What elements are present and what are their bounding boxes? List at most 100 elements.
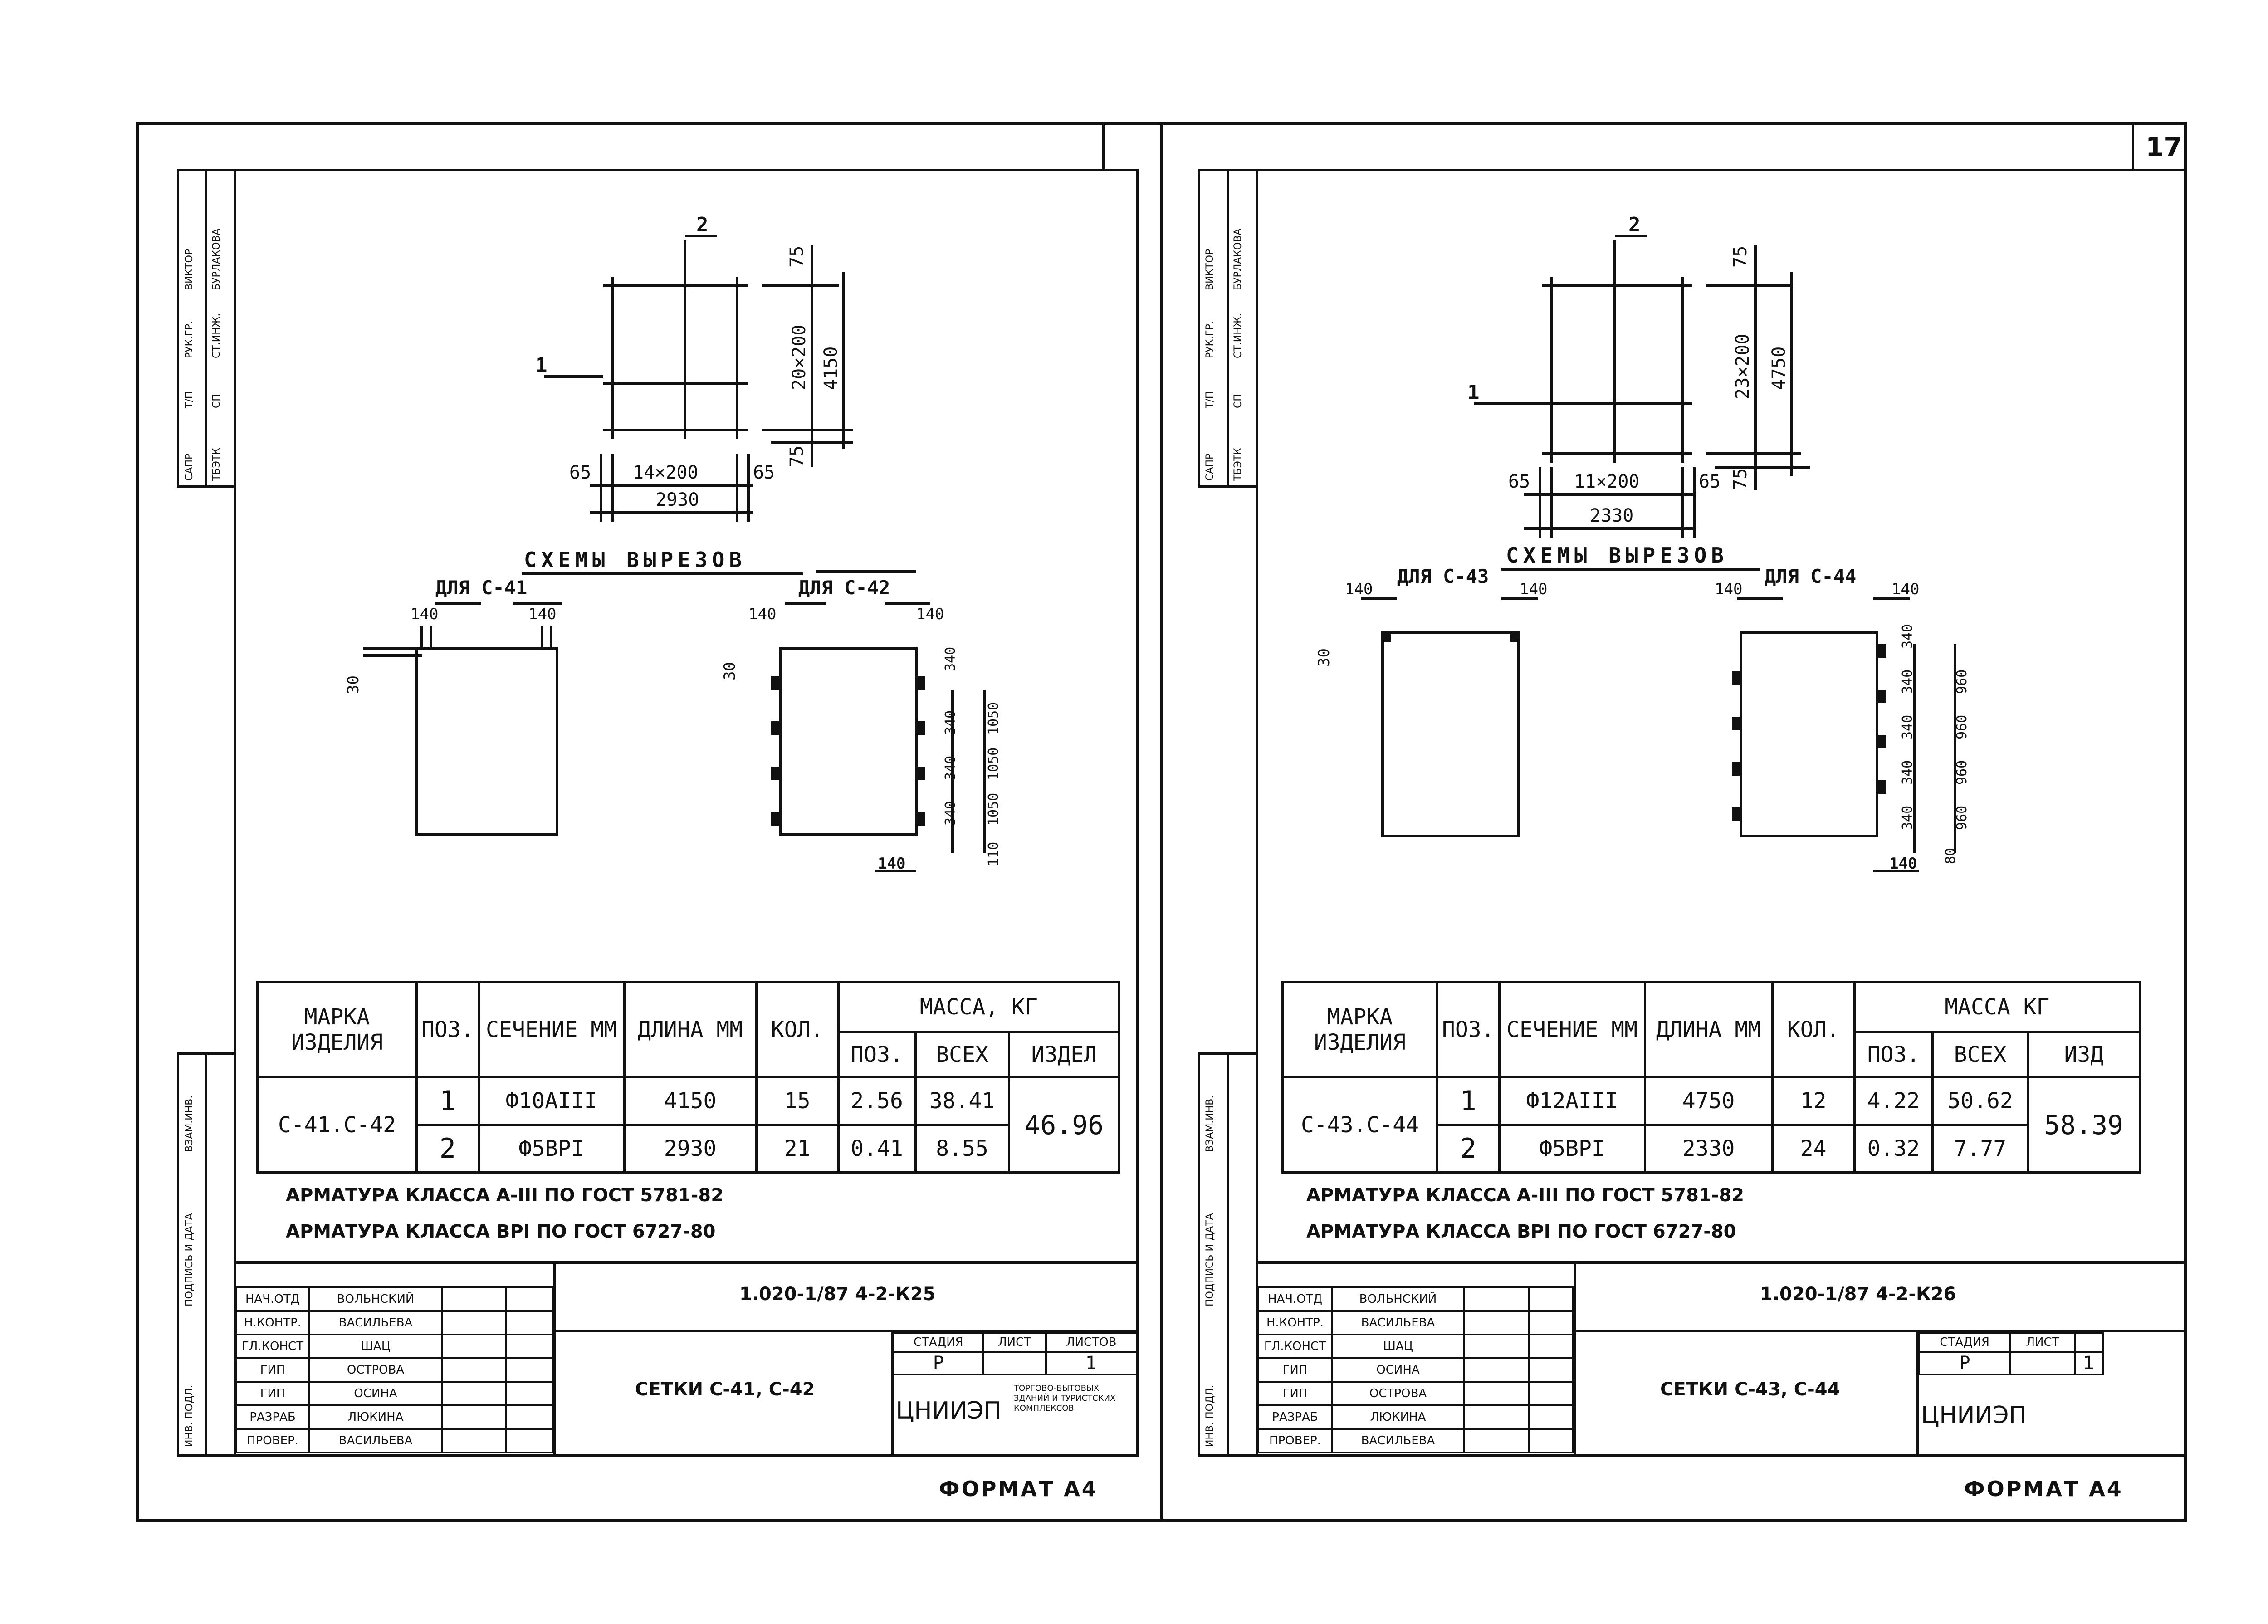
right-th-pos: ПОЗ. xyxy=(1436,981,1501,1078)
right-stamp-role: НАЧ.ОТД xyxy=(1257,1286,1333,1312)
list-item: ПРОВЕР.ВАСИЛЬЕВА xyxy=(1257,1428,1574,1453)
table-row: 2 Ф5ВРI 2330 24 0.32 7.77 xyxy=(1283,1124,2140,1174)
right-td-pos-1: 1 xyxy=(1436,1076,1501,1126)
left-td-mass-all-2: 8.55 xyxy=(914,1124,1010,1174)
left-stamp-role: РАЗРАБ xyxy=(235,1404,310,1430)
left-spec-table: МАРКА ИЗДЕЛИЯ ПОЗ. СЕЧЕНИЕ ММ ДЛИНА ММ К… xyxy=(256,981,1121,1174)
right-th-section: СЕЧЕНИЕ ММ xyxy=(1498,981,1646,1078)
right-stamp-org-vert xyxy=(1916,1330,1919,1456)
right-side-strip-mid xyxy=(1227,169,1229,486)
right-cut-30: 30 xyxy=(1315,648,1333,667)
left-stamp-signature xyxy=(441,1286,507,1312)
left-stamp-role: ГИП xyxy=(235,1357,310,1383)
right-th-mass: МАССА КГ xyxy=(1853,981,2141,1033)
right-side-bottom-3: ИНВ. ПОДЛ. xyxy=(1204,1385,1216,1447)
right-stamp-org: ЦНИИЭП xyxy=(1921,1402,2027,1429)
left-dim-horiz-repeat: 14×200 xyxy=(633,462,699,483)
right-cut-140b: 140 xyxy=(1520,580,1547,598)
left-stamp-date xyxy=(505,1404,553,1430)
left-inner-right xyxy=(1136,169,1139,1457)
left-cut-label-a: ДЛЯ С-41 xyxy=(435,577,527,599)
right-stamp-code: 1.020-1/87 4-2-К26 xyxy=(1760,1284,1956,1305)
right-td-mark: С-43.С-44 xyxy=(1281,1076,1438,1174)
left-cut-140d: 140 xyxy=(916,605,944,623)
right-schema-title: СХЕМЫ ВЫРЕЗОВ xyxy=(1506,543,1728,567)
right-stamp-signature xyxy=(1463,1357,1530,1383)
right-cut-340a: 340 xyxy=(1900,624,1916,649)
right-stamp-top xyxy=(1256,1261,2185,1264)
table-row: 2 Ф5ВРI 2930 21 0.41 8.55 xyxy=(258,1124,1119,1174)
left-dim-75-bottom: 75 xyxy=(787,445,807,467)
left-mesh-drawing: 2 1 75 20×200 4150 75 65 14×200 65 2930 … xyxy=(344,213,1002,873)
right-th-qty: КОЛ. xyxy=(1771,981,1856,1078)
right-stage-header: СТАДИЯ xyxy=(1917,1332,2012,1353)
left-td-pos-2: 2 xyxy=(415,1124,480,1174)
left-td-qty-2: 21 xyxy=(755,1124,840,1174)
left-stamp-code: 1.020-1/87 4-2-К25 xyxy=(739,1284,936,1305)
left-inner-bottom xyxy=(177,1454,1139,1457)
right-stamp-signature xyxy=(1463,1286,1530,1312)
right-stamp-signature xyxy=(1463,1381,1530,1406)
left-dim-65-right: 65 xyxy=(753,462,775,483)
right-dim-horiz-total: 2330 xyxy=(1590,505,1633,526)
right-note-2: АРМАТУРА КЛАССА ВРI ПО ГОСТ 6727-80 xyxy=(1306,1221,1736,1242)
right-cut-340c: 340 xyxy=(1900,715,1916,739)
left-cut-340d: 340 xyxy=(943,801,958,826)
left-stamp-signature xyxy=(441,1334,507,1359)
right-stamp-vert xyxy=(1574,1261,1576,1456)
right-cut-140-bottom: 140 xyxy=(1889,855,1917,873)
left-stamp-date xyxy=(505,1310,553,1335)
left-note-1: АРМАТУРА КЛАССА А-III ПО ГОСТ 5781-82 xyxy=(286,1185,724,1206)
center-divider-line xyxy=(1160,122,1163,1522)
right-td-mass-pos-2: 0.32 xyxy=(1853,1124,1934,1174)
left-side-strip-mid xyxy=(205,169,207,486)
left-td-pos-1: 1 xyxy=(415,1076,480,1126)
right-th-mass-all: ВСЕХ xyxy=(1931,1031,2029,1078)
right-td-item-total: 58.39 xyxy=(2026,1076,2141,1174)
right-td-length-2: 2330 xyxy=(1643,1124,1774,1174)
right-stamp-date xyxy=(1528,1428,1574,1453)
left-side-strip-left xyxy=(177,169,179,486)
right-th-length: ДЛИНА ММ xyxy=(1643,981,1774,1078)
left-stamp-vert xyxy=(553,1261,556,1456)
right-td-mass-all-1: 50.62 xyxy=(1931,1076,2029,1126)
left-td-qty-1: 15 xyxy=(755,1076,840,1126)
right-stamp-role: ПРОВЕР. xyxy=(1257,1428,1333,1453)
left-stamp-role: ГЛ.КОНСТ xyxy=(235,1334,310,1359)
left-dim-vert-total: 4150 xyxy=(821,347,841,390)
left-stamp-role: ПРОВЕР. xyxy=(235,1428,310,1453)
right-stamp-name: ВАСИЛЬЕВА xyxy=(1331,1310,1465,1335)
right-stamp-role: ГИП xyxy=(1257,1381,1333,1406)
right-stamp-date xyxy=(1528,1381,1574,1406)
left-sheet-header: ЛИСТ xyxy=(982,1332,1047,1353)
left-side-strip2-left xyxy=(177,1052,179,1456)
right-inner-top xyxy=(1198,169,2186,171)
left-cut-110: 110 xyxy=(986,842,1002,866)
right-dim-75-top: 75 xyxy=(1730,246,1751,268)
right-border-line xyxy=(2184,122,2187,1522)
left-cut-30: 30 xyxy=(344,675,362,694)
left-cut-140c: 140 xyxy=(748,605,776,623)
right-stamp-date xyxy=(1528,1357,1574,1383)
left-inner-left xyxy=(234,169,236,1457)
left-stage-value: Р xyxy=(893,1351,984,1375)
left-stamp-name: ОСИНА xyxy=(308,1381,443,1406)
right-stamp-date xyxy=(1528,1310,1574,1335)
right-side-bottom-2: ПОДПИСЬ И ДАТА xyxy=(1204,1213,1216,1306)
right-stamp-role: Н.КОНТР. xyxy=(1257,1310,1333,1335)
right-sheet-value xyxy=(2009,1351,2076,1375)
left-stamp-name: ВОЛЬНСКИЙ xyxy=(308,1286,443,1312)
right-td-section-1: Ф12АIII xyxy=(1498,1076,1646,1126)
list-item: Н.КОНТР.ВАСИЛЬЕВА xyxy=(235,1310,553,1335)
left-cut-140a: 140 xyxy=(411,605,438,623)
right-th-mass-pos: ПОЗ. xyxy=(1853,1031,1934,1078)
right-cut-960a: 960 xyxy=(1954,670,1970,694)
